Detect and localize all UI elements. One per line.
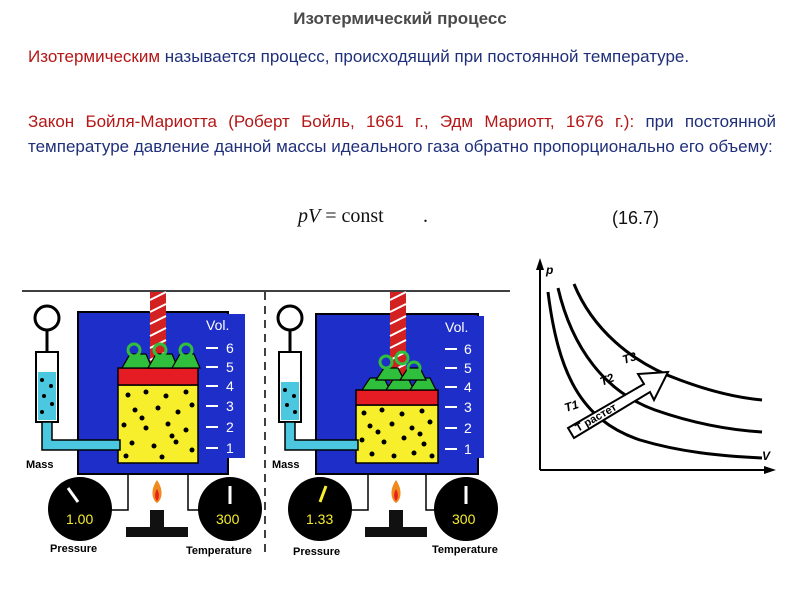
svg-text:4: 4 bbox=[226, 378, 234, 394]
svg-text:3: 3 bbox=[464, 399, 472, 415]
temperature-label-left: Temperature bbox=[186, 545, 252, 557]
p-axis-label: p bbox=[545, 263, 553, 277]
pressure-value-right: 1.33 bbox=[306, 511, 333, 527]
svg-text:2: 2 bbox=[464, 420, 472, 436]
manometer-liquid-left bbox=[38, 372, 56, 420]
law-name: Закон Бойля-Мариотта bbox=[28, 112, 218, 131]
svg-text:1: 1 bbox=[464, 441, 472, 457]
scale-ticks-left bbox=[206, 347, 218, 449]
pressure-label-left: Pressure bbox=[50, 543, 97, 555]
svg-text:2: 2 bbox=[226, 419, 234, 435]
svg-text:5: 5 bbox=[226, 359, 234, 375]
t1-label: T1 bbox=[563, 397, 581, 415]
burner-right bbox=[389, 510, 403, 528]
gas-molecules-left bbox=[121, 389, 195, 460]
formula-v: V bbox=[308, 205, 321, 227]
scale-ticks-right bbox=[445, 348, 457, 450]
piston-left bbox=[117, 367, 199, 386]
formula-rest: = const bbox=[320, 205, 384, 227]
manometer-bulb-left bbox=[33, 304, 61, 332]
manometer-liquid-right bbox=[281, 382, 299, 420]
definition-paragraph: Изотермическим называется процесс, проис… bbox=[28, 44, 776, 69]
temperature-gauge-right bbox=[434, 477, 498, 541]
vol-label-left: Vol. bbox=[206, 317, 229, 333]
apparatus-left: Vol. 6 5 4 3 2 1 Mass 1.00 Pressure bbox=[26, 291, 262, 557]
law-paragraph: Закон Бойля-Мариотта (Роберт Бойль, 1661… bbox=[28, 109, 776, 159]
weights-right bbox=[360, 350, 437, 391]
pressure-gauge-right bbox=[288, 477, 352, 541]
isotherm-t3 bbox=[572, 283, 763, 402]
temperature-value-right: 300 bbox=[452, 511, 476, 527]
temperature-gauge-left bbox=[198, 477, 262, 541]
page-title: Изотермический процесс bbox=[293, 9, 507, 28]
scale-numbers-left: 6 5 4 3 2 1 bbox=[226, 340, 234, 456]
temperature-value-left: 300 bbox=[216, 511, 240, 527]
arrow-label: T растет bbox=[574, 401, 620, 434]
law-authors: (Роберт Бойль, 1661 г., Эдм Мариотт, 167… bbox=[217, 112, 630, 131]
svg-text:5: 5 bbox=[464, 360, 472, 376]
burner-left bbox=[150, 510, 164, 528]
scale-numbers-right: 6 5 4 3 2 1 bbox=[464, 341, 472, 457]
pressure-value-left: 1.00 bbox=[66, 511, 93, 527]
gas-left bbox=[117, 384, 199, 464]
piston-right bbox=[355, 389, 439, 406]
v-axis-label: V bbox=[762, 449, 771, 463]
formula-dot: . bbox=[423, 205, 428, 227]
t3-label: T3 bbox=[621, 349, 639, 367]
apparatus-right: Vol. 6 5 4 3 2 1 Mass 1.33 Pressure bbox=[272, 291, 498, 558]
t2-label: T2 bbox=[598, 370, 617, 388]
law-text: при постоянной температуре давление данн… bbox=[28, 112, 776, 156]
pipe-left bbox=[41, 421, 121, 451]
manometer-bulb-right bbox=[276, 304, 304, 332]
gas-right bbox=[355, 404, 439, 464]
formula: pV = const bbox=[298, 205, 384, 228]
pressure-needle-left bbox=[66, 487, 80, 503]
vol-label-right: Vol. bbox=[445, 319, 468, 335]
isotherm-graph: p V T1 T2 T3 T растет bbox=[536, 258, 776, 474]
temperature-label-right: Temperature bbox=[432, 544, 498, 556]
pressure-gauge-left bbox=[48, 477, 112, 541]
mass-label-right: Mass bbox=[272, 459, 300, 471]
definition-term: Изотермическим bbox=[28, 47, 161, 66]
mass-label-left: Mass bbox=[26, 459, 54, 471]
svg-text:6: 6 bbox=[464, 341, 472, 357]
svg-text:1: 1 bbox=[226, 440, 234, 456]
law-colon: : bbox=[629, 112, 635, 131]
pipe-right bbox=[284, 421, 359, 451]
pressure-needle-right bbox=[318, 485, 328, 503]
isotherm-t2 bbox=[556, 287, 763, 434]
equation-number: (16.7) bbox=[612, 208, 660, 228]
formula-p: p bbox=[298, 205, 308, 227]
svg-text:4: 4 bbox=[464, 379, 472, 395]
gas-molecules-right bbox=[359, 407, 435, 459]
svg-text:3: 3 bbox=[226, 398, 234, 414]
pressure-label-right: Pressure bbox=[293, 546, 340, 558]
definition-text: называется процесс, происходящий при пос… bbox=[160, 47, 690, 66]
weights-left bbox=[120, 342, 201, 369]
temperature-arrow bbox=[566, 370, 670, 440]
svg-text:6: 6 bbox=[226, 340, 234, 356]
isotherm-t1 bbox=[546, 291, 763, 460]
